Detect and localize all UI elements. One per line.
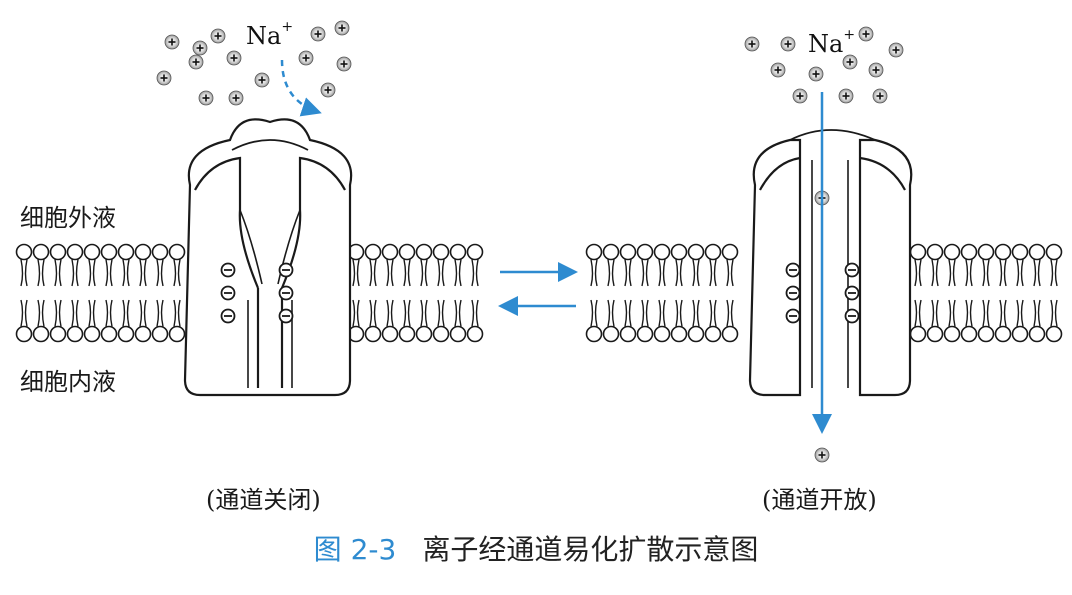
membrane-left: [15, 243, 484, 343]
phospholipid: [704, 243, 722, 343]
phospholipid: [1045, 243, 1063, 343]
sodium-ions-right: [744, 26, 904, 463]
sodium-ion: [888, 42, 904, 58]
phospholipid: [977, 243, 995, 343]
sodium-ion: [808, 66, 824, 82]
channel-open-negative-charges: [785, 262, 860, 324]
phospholipid: [415, 243, 433, 343]
sodium-ion: [192, 40, 208, 56]
phospholipid: [926, 243, 944, 343]
sodium-ion: [310, 26, 326, 42]
phospholipid: [602, 243, 620, 343]
sodium-ion: [770, 62, 786, 78]
phospholipid: [347, 243, 365, 343]
phospholipid: [466, 243, 484, 343]
sodium-ion: [334, 20, 350, 36]
sodium-ion: [780, 36, 796, 52]
phospholipid: [687, 243, 705, 343]
channel-closed-body: [183, 118, 353, 397]
extracellular-label: 细胞外液: [20, 204, 116, 232]
sodium-ion: [872, 88, 888, 104]
phospholipid: [32, 243, 50, 343]
phospholipid: [432, 243, 450, 343]
phospholipid: [151, 243, 169, 343]
phospholipid: [909, 243, 927, 343]
channel-open-body: [748, 138, 802, 397]
phospholipid: [381, 243, 399, 343]
phospholipid: [1011, 243, 1029, 343]
sodium-ion: [298, 50, 314, 66]
phospholipid: [636, 243, 654, 343]
figure-title: 离子经通道易化扩散示意图: [422, 533, 759, 566]
sodium-ion: [842, 54, 858, 70]
channel-closed: [183, 118, 353, 397]
phospholipid: [364, 243, 382, 343]
channel-closed-negative-charges: [220, 262, 294, 324]
sodium-ion: [164, 34, 180, 50]
sodium-ion: [336, 56, 352, 72]
phospholipid: [15, 243, 33, 343]
phospholipid: [653, 243, 671, 343]
sodium-ion: [228, 90, 244, 106]
membrane-right: [585, 243, 1063, 343]
sodium-label-right: Na+: [808, 27, 856, 58]
phospholipid: [117, 243, 135, 343]
phospholipid: [134, 243, 152, 343]
phospholipid: [994, 243, 1012, 343]
sodium-ion: [868, 62, 884, 78]
figure-number: 图 2-3: [313, 533, 397, 566]
sodium-ion: [210, 28, 226, 44]
figure-caption: 图 2-3 离子经通道易化扩散示意图: [0, 528, 1072, 568]
sodium-ion: [744, 36, 760, 52]
sodium-ion: [198, 90, 214, 106]
phospholipid: [585, 243, 603, 343]
sodium-ion: [792, 88, 808, 104]
ion-approach-arrow: [280, 59, 322, 117]
phospholipid: [83, 243, 101, 343]
sodium-ion: [814, 447, 830, 463]
phospholipid: [960, 243, 978, 343]
phospholipid: [100, 243, 118, 343]
closed-state-label: (通道关闭): [206, 486, 321, 514]
phospholipid: [721, 243, 739, 343]
phospholipid: [168, 243, 186, 343]
phospholipid: [49, 243, 67, 343]
sodium-ion: [838, 88, 854, 104]
phospholipid: [398, 243, 416, 343]
sodium-ion: [320, 82, 336, 98]
channel-open: [748, 129, 913, 397]
sodium-ion: [156, 70, 172, 86]
open-state-label: (通道开放): [762, 486, 877, 514]
phospholipid: [1028, 243, 1046, 343]
sodium-label-left: Na+: [246, 19, 294, 50]
phospholipid: [943, 243, 961, 343]
phospholipid: [66, 243, 84, 343]
phospholipid: [619, 243, 637, 343]
phospholipid: [670, 243, 688, 343]
sodium-ion: [254, 72, 270, 88]
sodium-ions-left: [156, 20, 352, 106]
sodium-ion: [858, 26, 874, 42]
phospholipid: [449, 243, 467, 343]
intracellular-label: 细胞内液: [20, 368, 116, 396]
sodium-ion: [226, 50, 242, 66]
sodium-ion: [188, 54, 204, 70]
